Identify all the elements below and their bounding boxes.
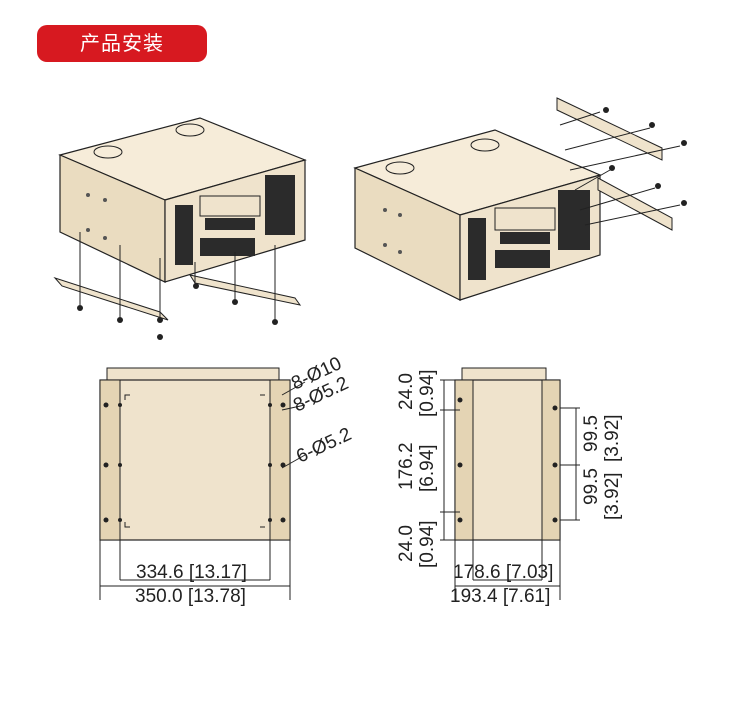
callout-hole-c: 6-Ø5.2	[293, 424, 355, 468]
front-outer-width: 350.0 [13.78]	[135, 586, 246, 607]
side-pitch-b: 99.5	[581, 415, 602, 452]
side-top-offset-in: [0.94]	[417, 369, 438, 417]
front-view-drawing	[99, 367, 306, 600]
side-depth-outer: 193.4 [7.61]	[450, 586, 550, 607]
side-pitch-a-in: [3.92]	[602, 472, 623, 520]
side-view-drawing	[440, 367, 580, 600]
side-mid-height: 176.2	[396, 442, 417, 490]
side-pitch-b-in: [3.92]	[602, 414, 623, 462]
section-title: 产品安装	[80, 31, 164, 55]
side-bottom-offset-in: [0.94]	[417, 520, 438, 568]
side-mid-height-in: [6.94]	[417, 444, 438, 492]
side-top-offset: 24.0	[396, 373, 417, 410]
section-title-badge: 产品安装	[37, 25, 207, 62]
chassis-bottom-mount-view	[53, 117, 307, 340]
front-inner-width: 334.6 [13.17]	[136, 562, 247, 583]
side-pitch-a: 99.5	[581, 468, 602, 505]
side-bottom-offset: 24.0	[396, 525, 417, 562]
side-depth-inner: 178.6 [7.03]	[453, 562, 553, 583]
chassis-side-mount-view	[353, 97, 687, 301]
